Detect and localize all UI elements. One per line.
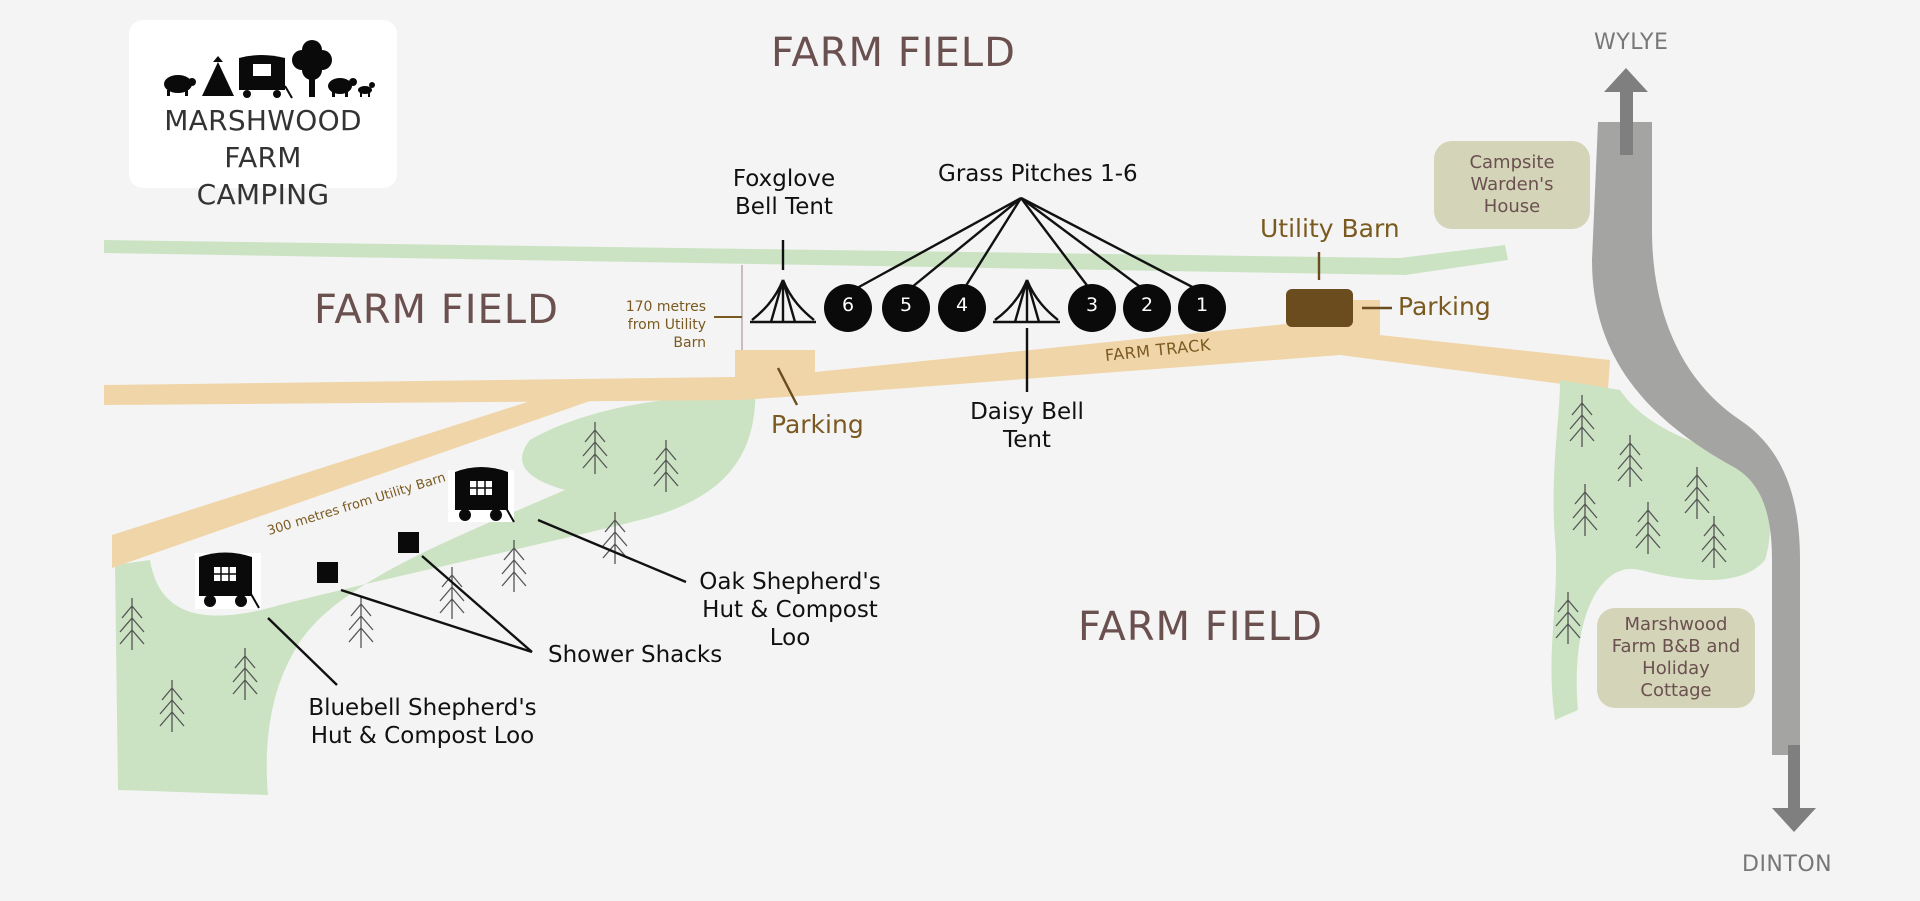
trees-left	[119, 422, 679, 732]
shower-shack-icon	[398, 532, 419, 553]
arrow-north-icon	[1604, 68, 1648, 155]
foxglove-tent-icon	[750, 279, 816, 324]
shower-shack-icon	[317, 562, 338, 583]
hedge-strip	[104, 240, 1508, 275]
daisy-label: Daisy Bell Tent	[970, 399, 1084, 453]
grass-pitches-label: Grass Pitches 1-6	[938, 161, 1138, 187]
farm-track	[104, 300, 1610, 405]
field-label-bottom: FARM FIELD	[1078, 604, 1323, 650]
parking-right-label: Parking	[1398, 292, 1491, 321]
utility-barn-icon	[1286, 289, 1353, 327]
field-label-left: FARM FIELD	[314, 287, 559, 333]
bnb-cottage-label: Marshwood Farm B&B and Holiday Cottage	[1611, 614, 1741, 701]
logo-title: MARSHWOOD FARM CAMPING	[129, 102, 397, 213]
oak-hut-icon	[448, 467, 515, 523]
bluebell-hut-leader	[267, 617, 338, 686]
dog-icon	[358, 82, 375, 97]
tree-icon	[292, 40, 332, 97]
direction-south: DINTON	[1742, 852, 1833, 877]
main-road	[1592, 122, 1800, 755]
pitch-number: 1	[1195, 294, 1209, 316]
field-label-top: FARM FIELD	[771, 30, 1016, 76]
foxglove-label: Foxglove Bell Tent	[732, 166, 836, 220]
wardens-house: Campsite Warden's House	[1434, 141, 1590, 229]
bluebell-hut-label: Bluebell Shepherd's Hut & Compost Loo	[308, 695, 537, 749]
utility-barn-label: Utility Barn	[1260, 214, 1400, 243]
pitch-leaders	[847, 196, 1203, 295]
pitch-number: 5	[899, 294, 913, 316]
shower-shacks-label: Shower Shacks	[548, 642, 723, 668]
distance-170-label: 170 metres from Utility Barn	[625, 299, 706, 351]
pig-icon	[164, 75, 196, 96]
pitch-circles	[824, 284, 1226, 332]
woodland-left	[115, 380, 756, 795]
logo-panel: MARSHWOOD FARM CAMPING	[129, 20, 397, 211]
oak-hut-leader	[537, 518, 687, 584]
pitch-number: 4	[955, 294, 969, 316]
trees-right	[1555, 395, 1727, 644]
logo-title-line2: CAMPING	[196, 178, 330, 211]
pitch-number: 6	[841, 294, 855, 316]
tipi-icon	[202, 56, 234, 96]
bnb-cottage: Marshwood Farm B&B and Holiday Cottage	[1597, 608, 1755, 708]
oak-hut-label: Oak Shepherd's Hut & Compost Loo	[699, 569, 881, 651]
wardens-house-label: Campsite Warden's House	[1469, 152, 1555, 217]
sheep-icon	[328, 78, 357, 97]
arrow-south-icon	[1772, 745, 1816, 832]
shepherds-hut-icon	[239, 55, 293, 99]
logo-icons	[164, 40, 375, 99]
farm-track-spur	[112, 380, 650, 568]
bluebell-hut-icon	[195, 552, 261, 609]
woodland-right	[1551, 380, 1770, 720]
daisy-tent-icon	[993, 279, 1060, 324]
pitch-number: 2	[1140, 294, 1154, 316]
parking-left-label: Parking	[771, 410, 864, 439]
direction-north: WYLYE	[1594, 30, 1669, 55]
parking-left-leader	[776, 367, 799, 406]
logo-title-line1: MARSHWOOD FARM	[164, 104, 362, 174]
shower-leader	[421, 555, 533, 653]
pitch-number: 3	[1085, 294, 1099, 316]
shower-leader	[340, 588, 533, 654]
